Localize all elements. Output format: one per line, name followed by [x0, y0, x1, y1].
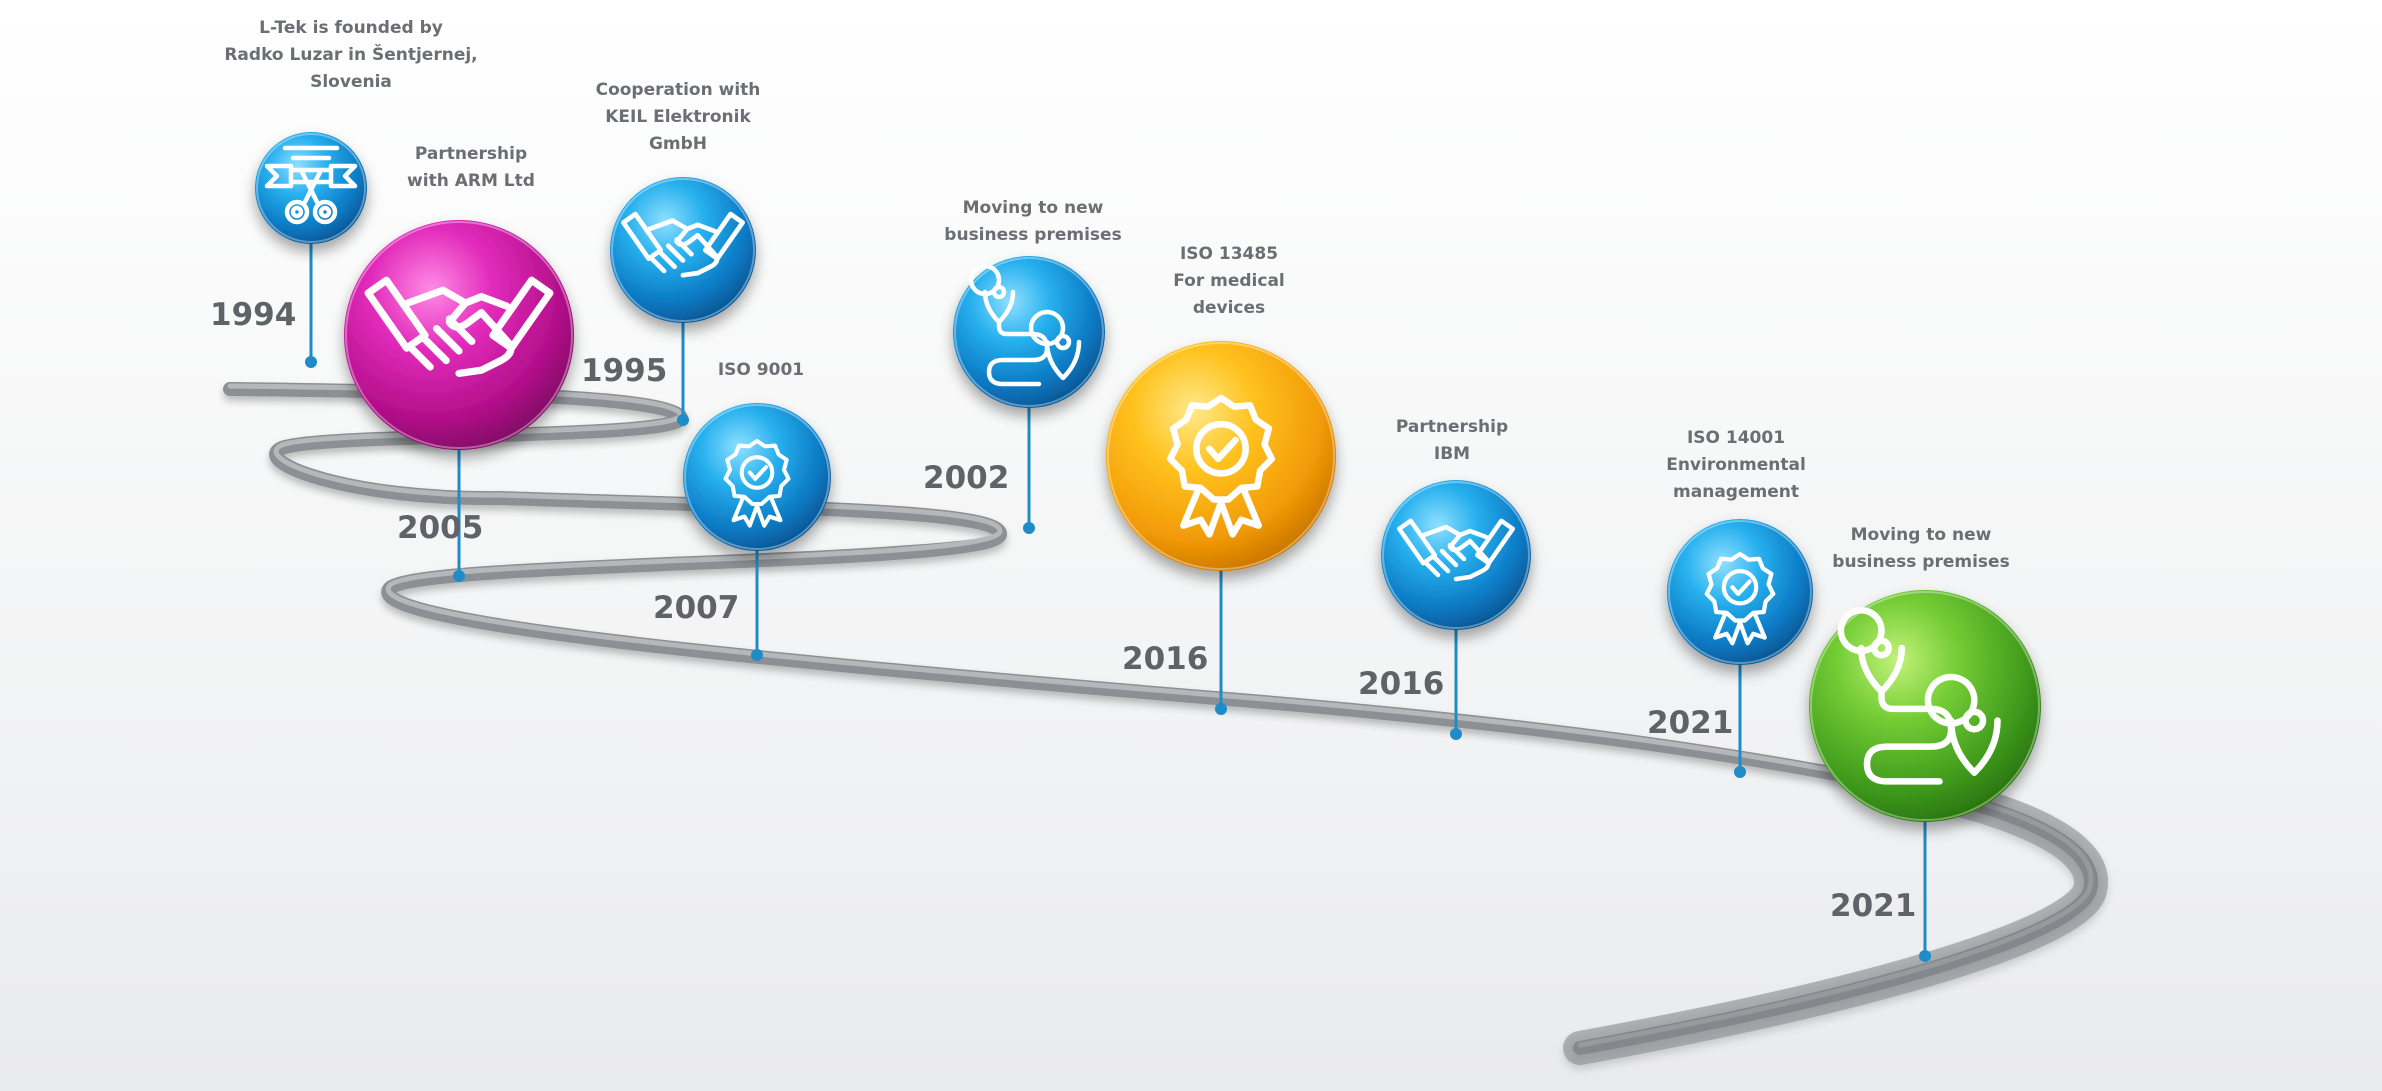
bubble-rim: [1382, 481, 1530, 629]
milestone-5: 2002 Moving to new business premises: [923, 198, 1122, 534]
bubble-rim: [256, 133, 366, 243]
milestone-year: 2005: [397, 510, 483, 546]
milestone-year: 2016: [1122, 641, 1208, 677]
milestone-1: 1994 L-Tek is founded by Radko Luzar in Še…: [210, 18, 478, 368]
milestone-anchor-dot: [305, 356, 317, 368]
bubble-rim: [1810, 591, 2040, 821]
milestone-year: 2007: [653, 590, 739, 626]
bubble-rim: [1668, 520, 1812, 664]
milestone-anchor-dot: [1215, 703, 1227, 715]
milestone-anchor-dot: [677, 414, 689, 426]
milestone-caption: Moving to new business premises: [944, 198, 1121, 245]
milestone-anchor-dot: [751, 649, 763, 661]
caption-line: business premises: [944, 225, 1121, 245]
caption-line: ISO 14001: [1687, 428, 1785, 448]
caption-line: ISO 13485: [1180, 244, 1278, 264]
caption-line: ISO 9001: [718, 360, 804, 380]
milestone-year: 2016: [1358, 666, 1444, 702]
milestone-year: 1995: [581, 353, 667, 389]
caption-line: For medical: [1173, 271, 1285, 291]
bubble-rim: [684, 404, 830, 550]
milestone-year: 1994: [210, 297, 296, 333]
milestone-anchor-dot: [1023, 522, 1035, 534]
milestone-2: 2005 Partnership with ARM Ltd: [344, 144, 574, 582]
caption-line: GmbH: [649, 134, 707, 154]
milestone-bubble: [344, 220, 574, 450]
caption-line: management: [1673, 482, 1799, 502]
caption-line: Partnership: [415, 144, 527, 164]
milestone-bubble: [1381, 480, 1531, 630]
caption-line: KEIL Elektronik: [605, 107, 751, 127]
caption-line: Moving to new: [1851, 525, 1992, 545]
bubble-rim: [611, 178, 755, 322]
milestone-year: 2021: [1647, 705, 1733, 741]
milestone-9: 2021 Moving to new business premises: [1809, 525, 2041, 962]
milestone-year: 2002: [923, 460, 1009, 496]
caption-line: Radko Luzar in Šentjernej,: [224, 43, 477, 65]
milestone-4: 2007 ISO 9001: [653, 360, 831, 661]
bubble-rim: [345, 221, 573, 449]
milestone-caption: Partnership with ARM Ltd: [407, 144, 535, 191]
milestone-year: 2021: [1830, 888, 1916, 924]
caption-line: L-Tek is founded by: [259, 18, 443, 38]
bubble-rim: [1107, 342, 1335, 570]
caption-line: Environmental: [1666, 455, 1806, 475]
caption-line: Moving to new: [963, 198, 1104, 218]
bubble-rim: [954, 257, 1104, 407]
caption-line: with ARM Ltd: [407, 171, 535, 191]
milestone-caption: L-Tek is founded by Radko Luzar in Šentje…: [224, 18, 477, 92]
caption-line: IBM: [1434, 444, 1470, 464]
caption-line: Cooperation with: [596, 80, 761, 100]
milestone-anchor-dot: [453, 570, 465, 582]
milestone-caption: Moving to new business premises: [1832, 525, 2009, 572]
milestone-bubble: [610, 177, 756, 323]
milestone-anchor-dot: [1919, 950, 1931, 962]
caption-line: devices: [1193, 298, 1265, 318]
milestone-anchor-dot: [1734, 766, 1746, 778]
caption-line: business premises: [1832, 552, 2009, 572]
milestone-caption: ISO 9001: [718, 360, 804, 380]
caption-line: Partnership: [1396, 417, 1508, 437]
milestone-anchor-dot: [1450, 728, 1462, 740]
caption-line: Slovenia: [310, 72, 392, 92]
